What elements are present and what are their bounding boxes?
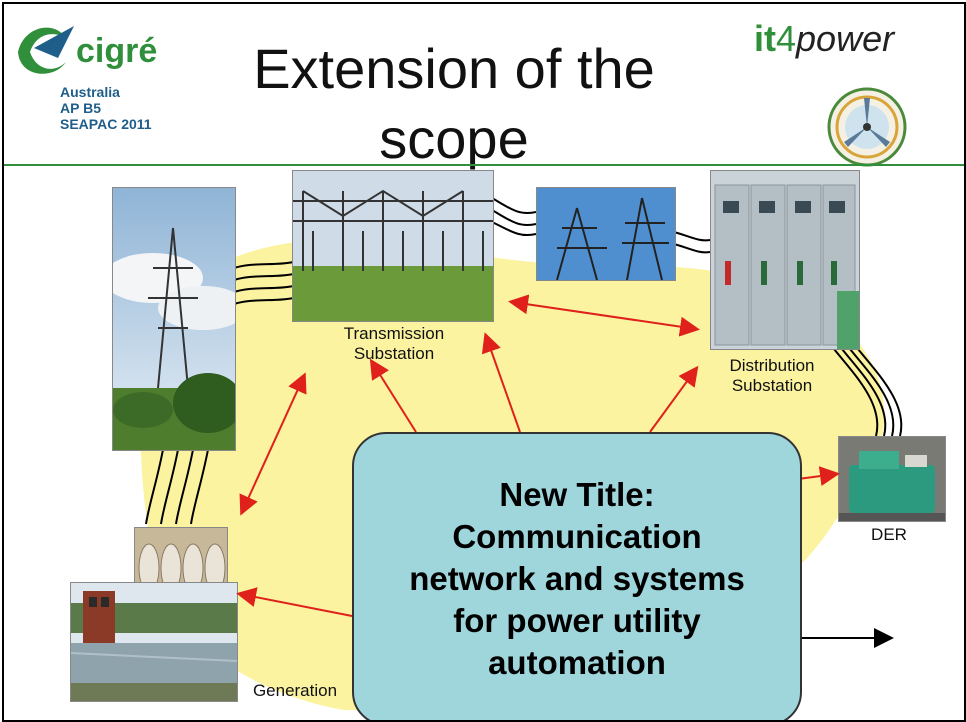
- cigre-caption-line3: SEAPAC 2011: [60, 116, 152, 132]
- it4power-logo: it4power: [754, 18, 894, 60]
- brand-4: 4: [776, 18, 797, 59]
- cigre-logo-text: cigré: [76, 32, 157, 70]
- arrow-box-transmission-left: [369, 358, 417, 433]
- communication-arrows: [236, 294, 894, 648]
- cigre-caption-line2: AP B5: [60, 100, 101, 116]
- transmission-label-line2: Substation: [353, 344, 435, 363]
- new-title-box: New Title: Communication network and sys…: [352, 432, 802, 720]
- arrow-box-transmission-right: [481, 332, 521, 433]
- arrow-transmission-distribution: [508, 294, 700, 337]
- der-label: DER: [871, 525, 907, 544]
- new-title-line2: Communication: [452, 518, 702, 555]
- generator-equipment-photo: [134, 527, 228, 599]
- transmission-substation-label: Transmission Substation: [304, 324, 484, 364]
- brand-power: power: [796, 18, 895, 59]
- slide-title: Extension of the scope: [224, 34, 684, 174]
- new-title-line1: New Title:: [499, 476, 655, 513]
- arrow-box-der: [797, 466, 840, 487]
- arrow-transmission-generation: [239, 372, 307, 516]
- transmission-label-line1: Transmission: [343, 324, 445, 343]
- generation-label: Generation: [252, 681, 338, 700]
- cigre-caption: Australia AP B5 SEAPAC 2011: [60, 84, 152, 132]
- wind-turbine-badge-icon: [824, 84, 910, 170]
- hydro-plant-photo: [70, 582, 238, 702]
- distribution-label-line1: Distribution: [729, 356, 815, 375]
- slide-title-line2: scope: [379, 107, 529, 170]
- cigre-caption-line1: Australia: [60, 84, 120, 100]
- arrow-box-distribution: [649, 365, 699, 433]
- pylon-photo: [536, 187, 676, 281]
- cigre-logo: cigré: [14, 18, 184, 78]
- slide-title-line1: Extension of the: [253, 37, 655, 100]
- new-title-line5: automation: [488, 644, 666, 681]
- distribution-label-line2: Substation: [731, 376, 813, 395]
- cable-lines: [145, 197, 903, 525]
- transmission-tower-photo: [112, 187, 236, 451]
- distribution-substation-label: Distribution Substation: [712, 356, 832, 396]
- transmission-substation-photo: [292, 170, 494, 322]
- brand-it: it: [754, 18, 776, 59]
- new-title-line3: network and systems: [409, 560, 745, 597]
- der-generator-photo: [838, 436, 946, 522]
- arrow-box-generation: [236, 587, 353, 617]
- distribution-switchgear-photo: [710, 170, 860, 350]
- header-divider: [4, 164, 964, 166]
- new-title-text: New Title: Communication network and sys…: [377, 474, 777, 684]
- new-title-line4: for power utility: [453, 602, 701, 639]
